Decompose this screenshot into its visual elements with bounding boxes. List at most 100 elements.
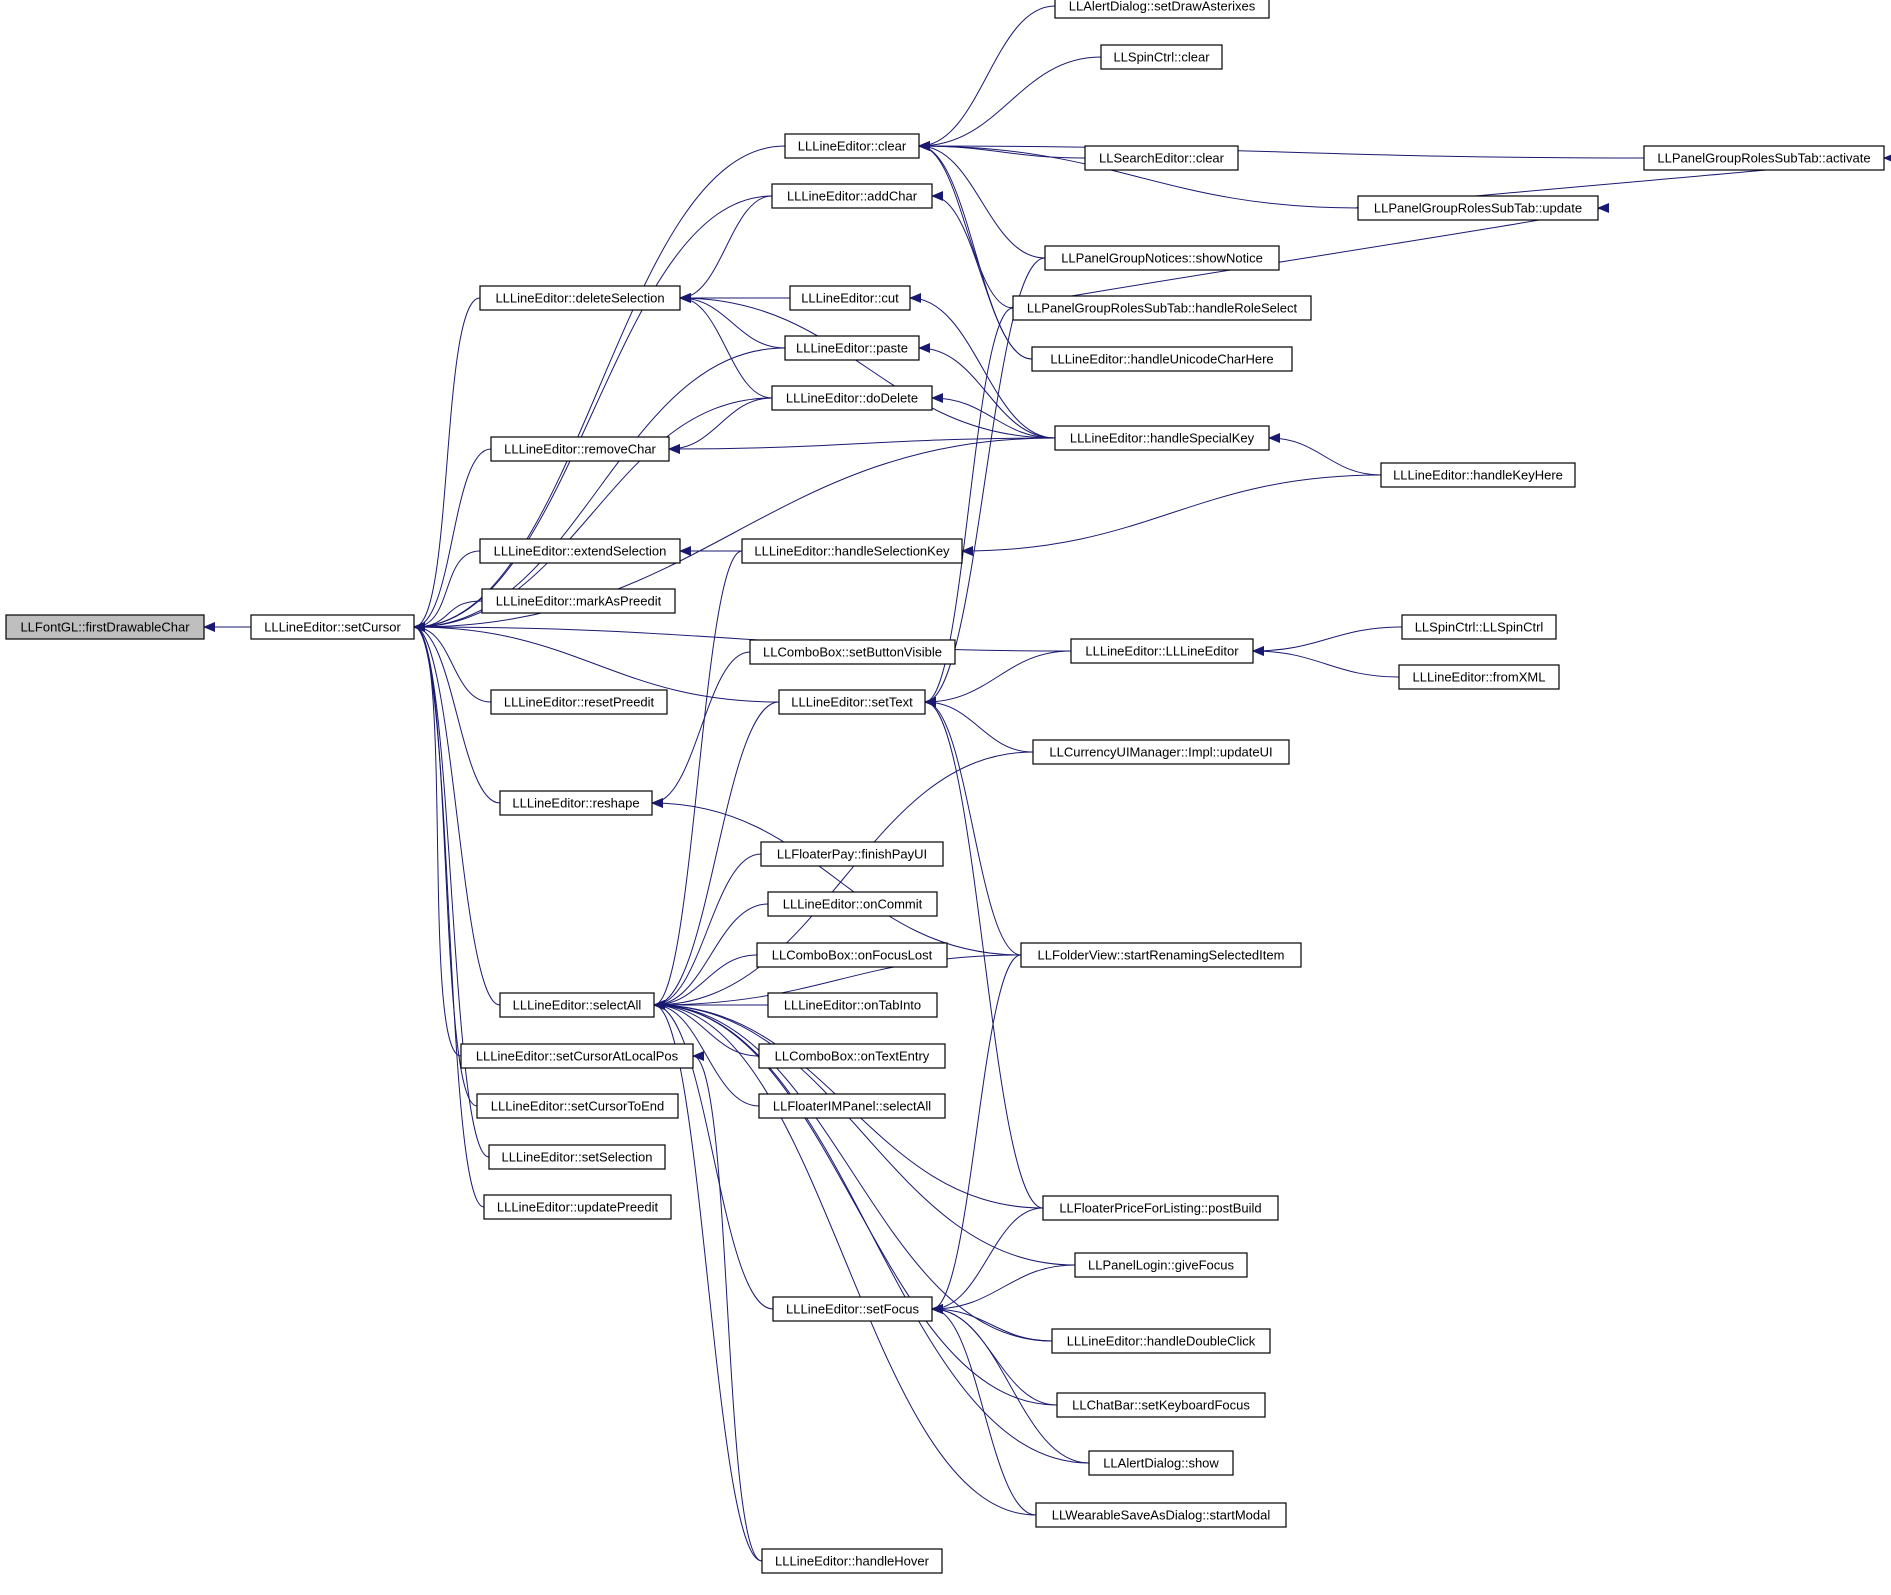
node-setText[interactable]: LLLineEditor::setText	[778, 689, 926, 715]
node-fromXML[interactable]: LLLineEditor::fromXML	[1398, 664, 1560, 690]
node-doDelete[interactable]: LLLineEditor::doDelete	[771, 385, 933, 411]
node-handleSelectionKey[interactable]: LLLineEditor::handleSelectionKey	[741, 538, 963, 564]
node-box[interactable]	[771, 183, 933, 209]
node-cut[interactable]: LLLineEditor::cut	[789, 285, 911, 311]
node-box[interactable]	[250, 614, 415, 640]
node-handleSpecialKey[interactable]: LLLineEditor::handleSpecialKey	[1054, 425, 1270, 451]
node-setCursorToEnd[interactable]: LLLineEditor::setCursorToEnd	[476, 1093, 679, 1119]
node-box[interactable]	[1035, 1502, 1287, 1528]
node-box[interactable]	[756, 942, 948, 968]
node-startModal[interactable]: LLWearableSaveAsDialog::startModal	[1035, 1502, 1287, 1528]
node-deleteSelection[interactable]: LLLineEditor::deleteSelection	[479, 285, 681, 311]
node-onFocusLost[interactable]: LLComboBox::onFocusLost	[756, 942, 948, 968]
node-box[interactable]	[1020, 942, 1302, 968]
node-box[interactable]	[778, 689, 926, 715]
node-box[interactable]	[758, 1093, 946, 1119]
node-spinClear[interactable]: LLSpinCtrl::clear	[1100, 44, 1223, 70]
node-currencyUpdateUI[interactable]: LLCurrencyUIManager::Impl::updateUI	[1032, 739, 1290, 765]
node-box[interactable]	[1054, 425, 1270, 451]
node-box[interactable]	[1074, 1252, 1248, 1278]
node-box[interactable]	[1084, 145, 1239, 171]
node-markAsPreedit[interactable]: LLLineEditor::markAsPreedit	[481, 588, 676, 614]
node-box[interactable]	[490, 689, 668, 715]
node-setButtonVisible[interactable]: LLComboBox::setButtonVisible	[749, 639, 956, 665]
node-showNotice[interactable]: LLPanelGroupNotices::showNotice	[1044, 245, 1280, 271]
node-groupRolesUpdate[interactable]: LLPanelGroupRolesSubTab::update	[1357, 195, 1599, 221]
node-selectAll[interactable]: LLLineEditor::selectAll	[499, 992, 655, 1018]
node-box[interactable]	[1643, 145, 1885, 171]
node-addChar[interactable]: LLLineEditor::addChar	[771, 183, 933, 209]
node-box[interactable]	[1088, 1450, 1234, 1476]
node-box[interactable]	[460, 1043, 694, 1069]
node-box[interactable]	[476, 1093, 679, 1119]
node-box[interactable]	[483, 1194, 672, 1220]
node-box[interactable]	[789, 285, 911, 311]
node-updatePreedit[interactable]: LLLineEditor::updatePreedit	[483, 1194, 672, 1220]
node-box[interactable]	[490, 436, 670, 462]
node-postBuild[interactable]: LLFloaterPriceForListing::postBuild	[1042, 1195, 1279, 1221]
node-box[interactable]	[1357, 195, 1599, 221]
node-box[interactable]	[767, 891, 938, 917]
node-box[interactable]	[1100, 44, 1223, 70]
node-clear[interactable]: LLLineEditor::clear	[784, 133, 920, 159]
node-box[interactable]	[479, 538, 681, 564]
node-box[interactable]	[741, 538, 963, 564]
node-onTextEntry[interactable]: LLComboBox::onTextEntry	[758, 1043, 946, 1069]
node-box[interactable]	[1056, 1392, 1266, 1418]
node-searchClear[interactable]: LLSearchEditor::clear	[1084, 145, 1239, 171]
node-box[interactable]	[1042, 1195, 1279, 1221]
node-box[interactable]	[1012, 295, 1312, 321]
node-paste[interactable]: LLLineEditor::paste	[784, 335, 920, 361]
node-box[interactable]	[1032, 739, 1290, 765]
node-box[interactable]	[784, 335, 920, 361]
node-box[interactable]	[499, 790, 653, 816]
node-setSelection[interactable]: LLLineEditor::setSelection	[488, 1144, 666, 1170]
node-box[interactable]	[1401, 614, 1557, 640]
node-box[interactable]	[771, 385, 933, 411]
node-box[interactable]	[772, 1296, 933, 1322]
node-box[interactable]	[784, 133, 920, 159]
node-setFocus[interactable]: LLLineEditor::setFocus	[772, 1296, 933, 1322]
node-box[interactable]	[761, 1548, 943, 1574]
node-box[interactable]	[5, 614, 205, 640]
node-handleRoleSelect[interactable]: LLPanelGroupRolesSubTab::handleRoleSelec…	[1012, 295, 1312, 321]
node-spinCtor[interactable]: LLSpinCtrl::LLSpinCtrl	[1401, 614, 1557, 640]
node-handleDoubleClick[interactable]: LLLineEditor::handleDoubleClick	[1051, 1328, 1271, 1354]
node-handleKeyHere[interactable]: LLLineEditor::handleKeyHere	[1380, 462, 1576, 488]
node-imSelectAll[interactable]: LLFloaterIMPanel::selectAll	[758, 1093, 946, 1119]
node-box[interactable]	[1031, 346, 1293, 372]
node-resetPreedit[interactable]: LLLineEditor::resetPreedit	[490, 689, 668, 715]
node-box[interactable]	[1398, 664, 1560, 690]
node-box[interactable]	[1051, 1328, 1271, 1354]
node-giveFocus[interactable]: LLPanelLogin::giveFocus	[1074, 1252, 1248, 1278]
node-groupRolesActivate[interactable]: LLPanelGroupRolesSubTab::activate	[1643, 145, 1885, 171]
node-startRenaming[interactable]: LLFolderView::startRenamingSelectedItem	[1020, 942, 1302, 968]
node-box[interactable]	[1054, 0, 1270, 19]
node-box[interactable]	[499, 992, 655, 1018]
node-onTabInto[interactable]: LLLineEditor::onTabInto	[767, 992, 938, 1018]
node-box[interactable]	[1044, 245, 1280, 271]
node-handleUnicodeCharHere[interactable]: LLLineEditor::handleUnicodeCharHere	[1031, 346, 1293, 372]
node-box[interactable]	[1380, 462, 1576, 488]
node-reshape[interactable]: LLLineEditor::reshape	[499, 790, 653, 816]
node-box[interactable]	[760, 841, 944, 867]
node-setCursor[interactable]: LLLineEditor::setCursor	[250, 614, 415, 640]
node-setCursorAtLocalPos[interactable]: LLLineEditor::setCursorAtLocalPos	[460, 1043, 694, 1069]
node-box[interactable]	[758, 1043, 946, 1069]
node-alertShow[interactable]: LLAlertDialog::show	[1088, 1450, 1234, 1476]
node-setDrawAsterixes[interactable]: LLAlertDialog::setDrawAsterixes	[1054, 0, 1270, 19]
node-box[interactable]	[1070, 638, 1254, 664]
node-removeChar[interactable]: LLLineEditor::removeChar	[490, 436, 670, 462]
node-firstDrawableChar[interactable]: LLFontGL::firstDrawableChar	[5, 614, 205, 640]
node-onCommit[interactable]: LLLineEditor::onCommit	[767, 891, 938, 917]
node-box[interactable]	[488, 1144, 666, 1170]
node-box[interactable]	[767, 992, 938, 1018]
node-box[interactable]	[749, 639, 956, 665]
node-ctorLLLineEditor[interactable]: LLLineEditor::LLLineEditor	[1070, 638, 1254, 664]
node-handleHover[interactable]: LLLineEditor::handleHover	[761, 1548, 943, 1574]
node-box[interactable]	[479, 285, 681, 311]
node-setKeyboardFocus[interactable]: LLChatBar::setKeyboardFocus	[1056, 1392, 1266, 1418]
node-box[interactable]	[481, 588, 676, 614]
node-finishPayUI[interactable]: LLFloaterPay::finishPayUI	[760, 841, 944, 867]
node-extendSelection[interactable]: LLLineEditor::extendSelection	[479, 538, 681, 564]
